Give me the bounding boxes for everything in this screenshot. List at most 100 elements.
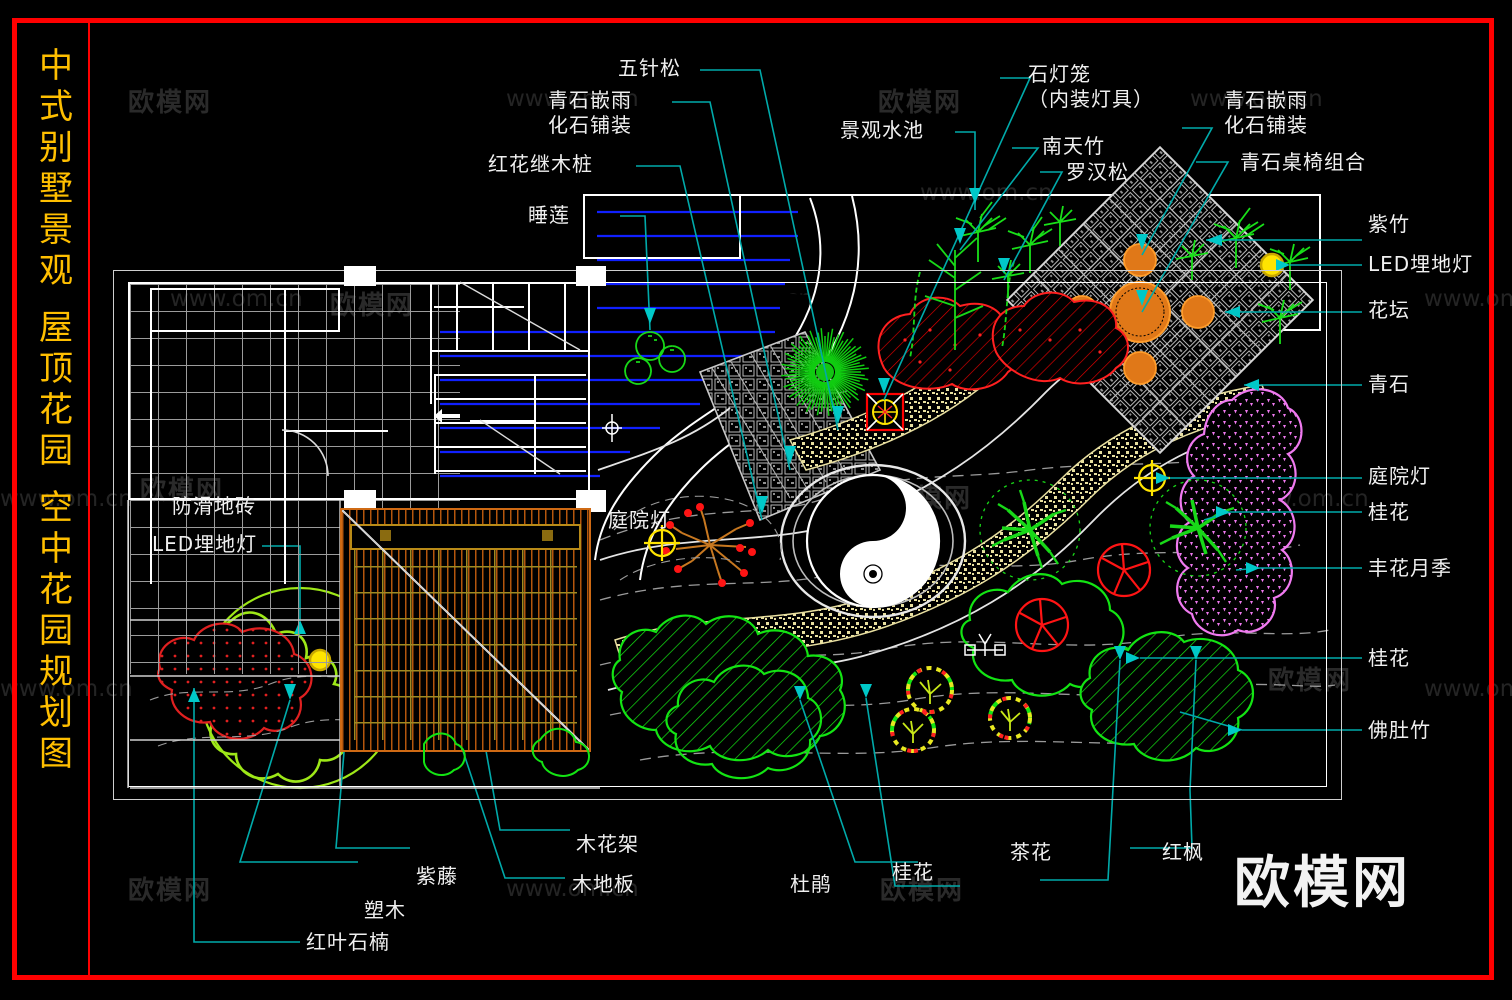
label-jingguan-shuichi: 景观水池 (840, 118, 924, 142)
survey-marker (602, 414, 1006, 656)
azalea-mass (611, 573, 1254, 780)
pine-tree-starburst (781, 328, 869, 416)
stair-wall (434, 446, 586, 448)
house-wall (588, 282, 590, 500)
label-line1: 石灯笼 (1028, 62, 1091, 86)
label-luohansong: 罗汉松 (1066, 160, 1129, 184)
label-shuilian: 睡莲 (528, 203, 570, 227)
label-fanghua-dizhuan: 防滑地砖 (172, 494, 256, 518)
title-char: 景 (39, 210, 73, 250)
label-qingshi-paving-2: 青石嵌雨 化石铺装 (1224, 88, 1308, 138)
interior-wall (150, 288, 340, 290)
stair-wall (434, 398, 586, 400)
title-char: 顶 (39, 349, 73, 389)
title-char: 划 (39, 693, 73, 733)
label-foduzhu: 佛肚竹 (1368, 718, 1431, 742)
drawing-border (12, 18, 1494, 980)
stair-wall (492, 282, 494, 350)
title-divider (88, 18, 90, 980)
label-stone-lantern: 石灯笼 （内装灯具） (1028, 62, 1154, 112)
page-title: 中式别墅景观屋顶花园空中花园规划图 (26, 46, 86, 956)
stair-wall (434, 470, 586, 472)
stone-lantern (865, 392, 905, 432)
red-shrub-mass-top (877, 237, 1129, 391)
label-tingyuandeng-2: 庭院灯 (608, 508, 671, 532)
column (344, 266, 376, 286)
label-honghua-jimu: 红花继木桩 (488, 152, 593, 176)
label-huatan: 花坛 (1368, 298, 1410, 322)
label-muhuajia: 木花架 (576, 832, 639, 856)
wood-deck (340, 508, 591, 752)
label-hongfeng: 红枫 (1162, 840, 1204, 864)
stair-wall (434, 374, 586, 376)
site-boundary-outer (113, 270, 1342, 800)
label-sumu: 塑木 (364, 898, 406, 922)
label-guihua-3: 桂花 (892, 860, 934, 884)
camellia-shrub (890, 666, 1032, 753)
title-char: 观 (39, 251, 73, 291)
courtyard-lamp-symbol (644, 460, 1170, 561)
title-char: 园 (39, 431, 73, 471)
stair-wall (564, 282, 566, 350)
stair-wall (456, 282, 458, 350)
title-char: 别 (39, 128, 73, 168)
title-char: 中 (39, 529, 73, 569)
taiji-symbol (779, 463, 967, 619)
stair-wall (434, 306, 524, 308)
label-wuzhensong: 五针松 (618, 56, 681, 80)
column (576, 266, 606, 286)
label-tingyuandeng: 庭院灯 (1368, 464, 1431, 488)
interior-wall (150, 330, 340, 332)
room-wall (470, 420, 536, 422)
water-lily (624, 331, 686, 385)
stair-wall (430, 350, 588, 352)
title-char: 园 (39, 611, 73, 651)
title-char: 屋 (39, 308, 73, 348)
pergola-grid (354, 540, 577, 740)
courtyard-lamp-plant (613, 495, 782, 587)
label-qingshi-table-chairs: 青石桌椅组合 (1240, 150, 1366, 174)
label-guihua-2: 桂花 (1368, 646, 1410, 670)
deck-diagonal (342, 510, 589, 750)
title-char: 花 (39, 390, 73, 430)
label-nantianzhu: 南天竹 (1042, 134, 1105, 158)
label-hongye-shinan: 红叶石楠 (306, 930, 390, 954)
title-char: 规 (39, 652, 73, 692)
stair-wall (528, 282, 530, 350)
room-wall (434, 374, 436, 474)
label-led-ground-lamp: LED埋地灯 (1368, 252, 1474, 276)
label-line1: 青石嵌雨 (548, 88, 632, 112)
label-mudiban: 木地板 (572, 872, 635, 896)
label-qingshi: 青石 (1368, 372, 1410, 396)
room-wall (534, 374, 536, 474)
title-char: 图 (39, 734, 73, 774)
interior-wall (338, 288, 340, 332)
interior-wall (284, 288, 286, 584)
title-char: 花 (39, 570, 73, 610)
title-char: 墅 (39, 169, 73, 209)
label-fenghua-yueji: 丰花月季 (1368, 556, 1452, 580)
house-wall (128, 282, 130, 500)
interior-wall (150, 288, 152, 584)
interior-wall (284, 430, 388, 432)
label-dujuan: 杜鹃 (790, 872, 832, 896)
stair-wall (434, 422, 586, 424)
label-led-ground-lamp-2: LED埋地灯 (152, 532, 258, 556)
label-ziteng: 紫藤 (416, 864, 458, 888)
label-qingshi-paving: 青石嵌雨 化石铺装 (548, 88, 632, 138)
label-line2: （内装灯具） (1028, 87, 1154, 111)
title-char: 中 (39, 46, 73, 86)
column (576, 490, 606, 512)
label-zizhu: 紫竹 (1368, 212, 1410, 236)
label-guihua-1: 桂花 (1368, 500, 1410, 524)
stair-wall (430, 282, 432, 404)
pergola-beam (350, 524, 581, 550)
label-line1: 青石嵌雨 (1224, 88, 1308, 112)
title-char: 式 (39, 87, 73, 127)
leader-arrowheads (188, 188, 1290, 748)
title-char: 空 (39, 488, 73, 528)
